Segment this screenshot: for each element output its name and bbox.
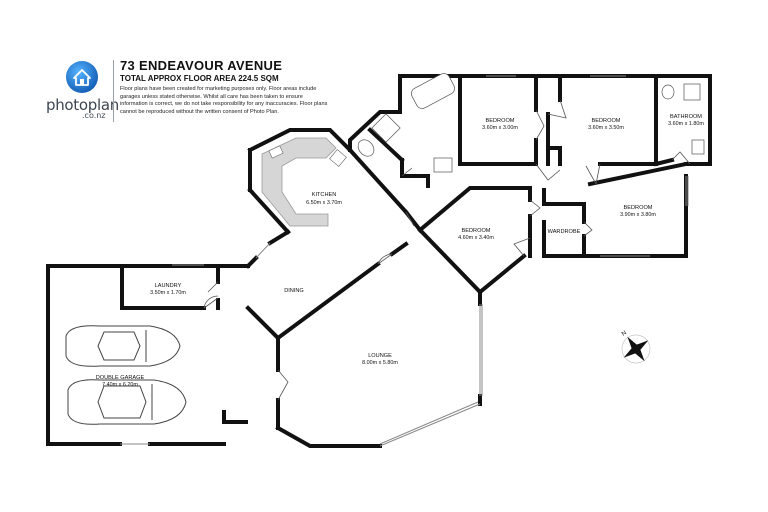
toilet-wall (367, 127, 405, 163)
door-swing (585, 163, 601, 186)
door-swing (583, 221, 593, 237)
kitchen-name: KITCHEN (312, 192, 337, 198)
bedroom-3-dims: 4.60m x 3.40m (458, 235, 494, 241)
wardrobe-name: WARDROBE (548, 229, 581, 235)
bedroom-1-name: BEDROOM (486, 118, 515, 124)
door-swing (513, 237, 531, 257)
bedroom-2-dims: 3.60m x 3.50m (588, 125, 624, 131)
bedroom-1-dims: 3.60m x 3.00m (482, 125, 518, 131)
shower-icon (433, 157, 453, 173)
house-logo-icon (66, 61, 98, 93)
fixtures (357, 73, 705, 173)
garage-dims: 7.40m x 6.20m (102, 382, 138, 388)
door-swing (535, 109, 545, 141)
lounge-wall (389, 241, 409, 257)
bedroom-4-wall (587, 161, 689, 187)
property-address: 73 ENDEAVOUR AVENUE (120, 58, 283, 73)
cars (65, 325, 187, 425)
bedroom-3-name: BEDROOM (462, 228, 491, 234)
bathroom-wall (653, 157, 675, 167)
bedroom-1-wall (458, 74, 538, 166)
brand-suffix: .co.nz (82, 111, 106, 120)
kitchen-wall (347, 147, 409, 215)
photoplan-logo (50, 60, 114, 94)
door-swing (401, 167, 413, 177)
header-divider (113, 60, 114, 122)
sink-icon (268, 145, 284, 159)
door-swing (203, 295, 219, 309)
dining-wall (267, 229, 291, 246)
kitchen-dims: 6.50m x 3.70m (306, 200, 342, 206)
bedroom-4-wall (542, 174, 688, 258)
toilet-icon (357, 139, 375, 157)
kitchen-wall (247, 187, 291, 235)
wardrobe-wall (542, 188, 586, 206)
kitchen-wall (247, 128, 353, 153)
hall-wall (403, 209, 423, 233)
bathroom-name: BATHROOM (670, 114, 702, 120)
dining-wall (245, 255, 259, 269)
laundry-wall (120, 264, 206, 310)
door-swing (547, 99, 567, 119)
lounge-name: LOUNGE (368, 353, 392, 359)
car-icon (65, 325, 181, 367)
doors (203, 99, 691, 401)
bedroom-2-name: BEDROOM (592, 118, 621, 124)
door-swing (207, 281, 219, 293)
compass-icon: N (621, 330, 651, 364)
dining-name: DINING (284, 288, 304, 294)
bedroom-4-dims: 3.90m x 3.80m (620, 212, 656, 218)
kitchen-bench (261, 137, 337, 227)
car-icon (67, 379, 187, 425)
windows (120, 75, 689, 447)
toilet-icon (661, 84, 675, 100)
bathtub-icon (411, 73, 455, 109)
door-swing (377, 253, 393, 265)
door-swing (405, 211, 415, 227)
window (379, 401, 479, 445)
floor-area: TOTAL APPROX FLOOR AREA 224.5 SQM (120, 74, 279, 83)
lounge-dims: 8.00m x 5.80m (362, 360, 398, 366)
disclaimer-text: Floor plans have been created for market… (120, 86, 328, 115)
bedroom-3-wall (417, 186, 532, 233)
door-swing (529, 199, 541, 217)
bedroom-3-wall (417, 227, 483, 295)
brand-name: photoplan (46, 96, 119, 114)
room-labels: KITCHEN 6.50m x 3.70m DINING LAUNDRY 3.5… (96, 114, 705, 388)
door-swing (671, 151, 691, 165)
laundry-name: LAUNDRY (155, 283, 182, 289)
dining-wall (245, 305, 281, 341)
bedroom-3-wall (477, 253, 527, 295)
garage-name: DOUBLE GARAGE (96, 375, 145, 381)
door-swing (535, 163, 561, 181)
laundry-dims: 3.50m x 1.70m (150, 290, 186, 296)
shower-icon (683, 83, 701, 101)
bath-wall (348, 74, 462, 152)
cooktop-icon (329, 149, 347, 167)
vanity-icon (691, 139, 705, 155)
garage-wall (46, 264, 122, 446)
bathroom-dims: 3.60m x 1.80m (668, 121, 704, 127)
vanity-icon (371, 113, 401, 143)
window (255, 242, 271, 259)
door-swing (277, 369, 289, 401)
window (379, 403, 481, 447)
lounge-bottom-wall (275, 425, 382, 448)
compass-label: N (621, 330, 628, 337)
lounge-wall (275, 261, 381, 341)
bathroom-wall (654, 74, 712, 166)
bedroom-4-name: BEDROOM (624, 205, 653, 211)
